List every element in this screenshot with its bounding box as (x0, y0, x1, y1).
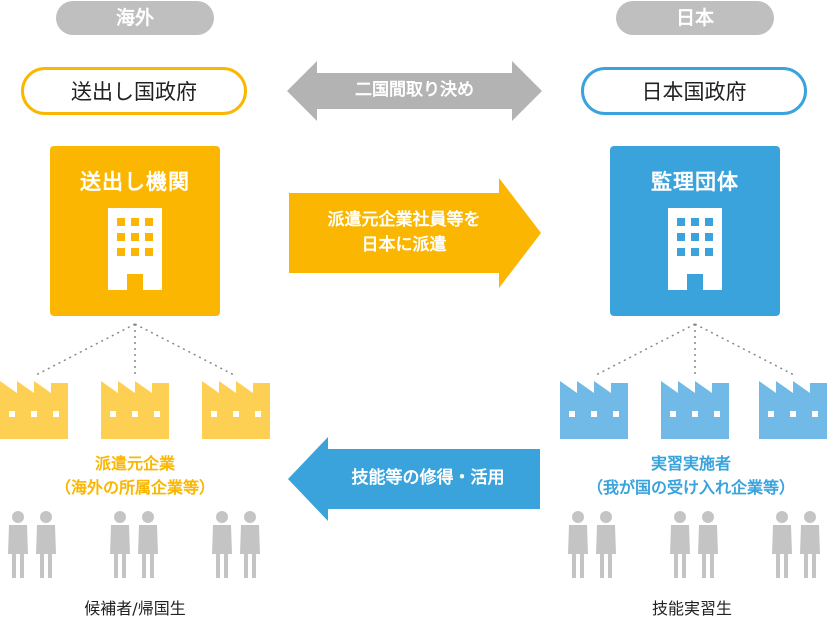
implementing-organization-label: 実習実施者 （我が国の受け入れ企業等） (555, 452, 827, 500)
supervising-organization-box: 監理団体 (610, 146, 780, 316)
person-icon (668, 510, 720, 578)
bilateral-agreement-label: 二国間取り決め (355, 80, 474, 100)
dispatch-label-line2: 日本に派遣 (361, 235, 447, 255)
bilateral-agreement-arrow: 二国間取り決め (287, 61, 542, 121)
region-label-japan: 日本 (616, 1, 774, 35)
factory-icon (0, 381, 68, 439)
dispatching-company-line1: 派遣元企業 (94, 454, 175, 473)
implementing-organization-line2: （我が国の受け入れ企業等） (586, 478, 795, 497)
region-label-overseas: 海外 (56, 1, 214, 35)
dispatching-company-label: 派遣元企業 （海外の所属企業等） (0, 452, 270, 500)
factory-icon (202, 381, 270, 439)
sending-organization-title: 送出し機関 (80, 170, 190, 194)
japan-government-label: 日本国政府 (581, 67, 807, 115)
factory-icon (661, 381, 729, 439)
factory-icon (560, 381, 628, 439)
dispatch-arrow: 派遣元企業社員等を 日本に派遣 (289, 178, 541, 288)
sending-government-label: 送出し国政府 (21, 67, 247, 115)
person-icon (108, 510, 160, 578)
person-icon (566, 510, 618, 578)
candidates-caption: 候補者/帰国生 (84, 599, 186, 618)
person-icon (770, 510, 822, 578)
person-icon (6, 510, 58, 578)
dispatching-company-line2: （海外の所属企業等） (54, 478, 215, 497)
factory-icon (101, 381, 169, 439)
person-icon (210, 510, 262, 578)
building-icon (108, 208, 162, 290)
skills-label: 技能等の修得・活用 (351, 468, 505, 488)
factory-icon (759, 381, 827, 439)
trainees-caption: 技能実習生 (651, 599, 732, 618)
sending-organization-box: 送出し機関 (50, 146, 220, 316)
dispatch-label-line1: 派遣元企業社員等を (327, 210, 481, 230)
supervising-organization-title: 監理団体 (651, 170, 739, 194)
building-icon (668, 208, 722, 290)
skills-arrow: 技能等の修得・活用 (288, 437, 540, 521)
implementing-organization-line1: 実習実施者 (650, 454, 731, 473)
